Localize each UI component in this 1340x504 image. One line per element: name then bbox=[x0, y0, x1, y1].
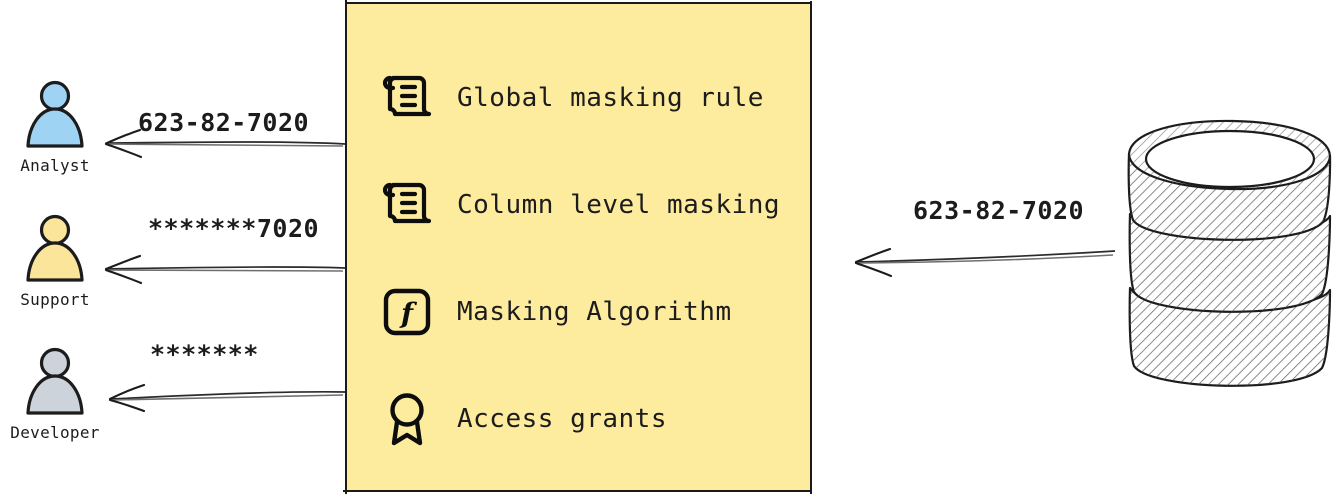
policy-item-label: Masking Algorithm bbox=[457, 296, 732, 327]
arrow-to-analyst bbox=[104, 128, 346, 159]
arrow-to-developer bbox=[108, 383, 346, 413]
policy-box-border-right bbox=[810, 1, 812, 494]
person-icon bbox=[26, 80, 84, 148]
policy-item-masking-algorithm[interactable]: f Masking Algorithm bbox=[379, 258, 799, 365]
person-icon bbox=[26, 347, 84, 415]
policy-box-border-left bbox=[345, 0, 347, 494]
policy-box: Global masking rule Column level masking bbox=[343, 0, 812, 494]
policy-item-access-grants[interactable]: Access grants bbox=[379, 365, 799, 472]
policy-item-global-masking-rule[interactable]: Global masking rule bbox=[379, 44, 799, 151]
person-icon bbox=[26, 214, 84, 282]
actor-support: Support bbox=[0, 212, 110, 309]
policy-item-column-level-masking[interactable]: Column level masking bbox=[379, 151, 799, 258]
policy-item-label: Access grants bbox=[457, 403, 667, 434]
award-icon bbox=[379, 391, 435, 447]
arrow-from-database bbox=[854, 247, 1116, 278]
policy-box-border-top bbox=[345, 2, 812, 4]
flow-label-support: *******7020 bbox=[148, 214, 320, 243]
flow-label-developer: ******* bbox=[150, 340, 259, 369]
policy-item-label: Column level masking bbox=[457, 189, 781, 220]
policy-list: Global masking rule Column level masking bbox=[379, 44, 799, 472]
database-cylinder-icon bbox=[1127, 119, 1332, 387]
arrow-to-support bbox=[104, 254, 346, 285]
actor-label: Analyst bbox=[20, 156, 90, 175]
policy-box-border-bottom bbox=[343, 490, 812, 492]
actor-developer: Developer bbox=[0, 345, 110, 442]
policy-item-label: Global masking rule bbox=[457, 82, 764, 113]
actor-analyst: Analyst bbox=[0, 78, 110, 175]
scroll-icon bbox=[379, 70, 435, 126]
flow-label-analyst: 623-82-7020 bbox=[138, 108, 310, 137]
actor-label: Support bbox=[20, 290, 90, 309]
svg-text:f: f bbox=[399, 297, 418, 330]
actor-label: Developer bbox=[10, 423, 100, 442]
flow-label-database: 623-82-7020 bbox=[913, 196, 1085, 225]
scroll-icon bbox=[379, 177, 435, 233]
function-icon: f bbox=[379, 284, 435, 340]
